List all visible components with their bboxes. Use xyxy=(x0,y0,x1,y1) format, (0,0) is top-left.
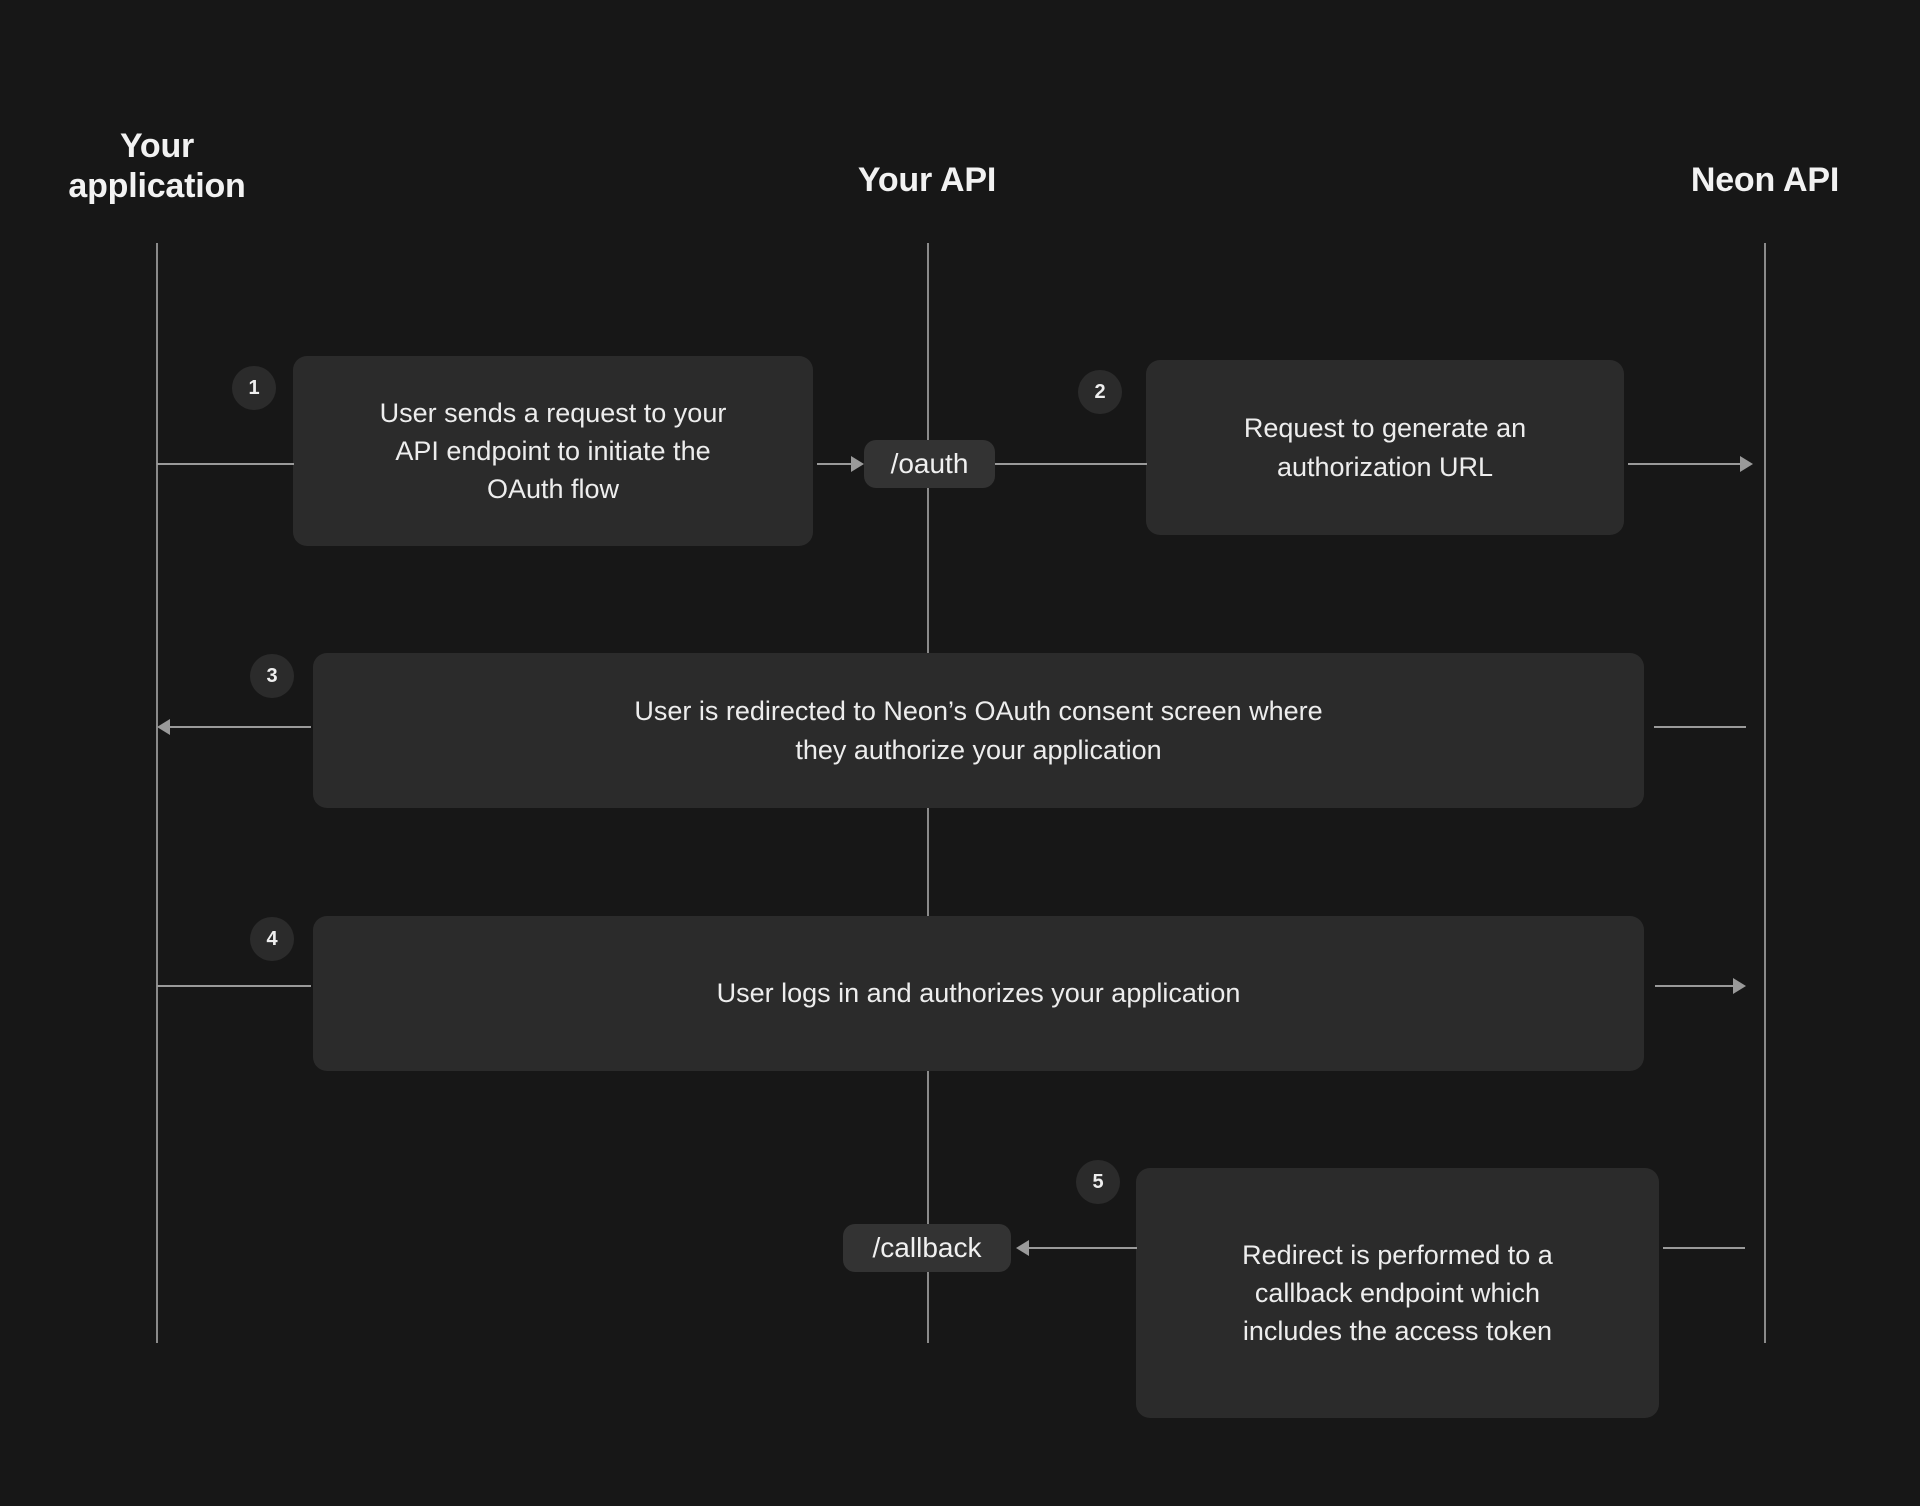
lane-title-your-api: Your API xyxy=(857,161,997,199)
connector-step-5-left xyxy=(1027,1247,1137,1249)
step-text-1: User sends a request to your API endpoin… xyxy=(379,397,727,505)
step-text-4: User logs in and authorizes your applica… xyxy=(716,978,1241,1009)
connector-step-3-left xyxy=(168,726,311,728)
step-badge-4: 4 xyxy=(250,917,294,961)
step-box-5: Redirect is performed to a callback endp… xyxy=(1136,1168,1659,1418)
arrowhead-step-5 xyxy=(1016,1240,1029,1256)
connector-step-3-right xyxy=(1654,726,1746,728)
endpoint-pill-oauth[interactable]: /oauth xyxy=(864,440,995,488)
arrowhead-step-1 xyxy=(851,456,864,472)
connector-step-5-right xyxy=(1663,1247,1745,1249)
arrowhead-step-2 xyxy=(1740,456,1753,472)
arrowhead-step-4 xyxy=(1733,978,1746,994)
connector-step-4-left xyxy=(157,985,311,987)
connector-step-4-right xyxy=(1655,985,1735,987)
step-badge-3: 3 xyxy=(250,654,294,698)
connector-step-2-right xyxy=(1628,463,1742,465)
connector-step-2-left xyxy=(995,463,1147,465)
connector-step-1-right xyxy=(817,463,853,465)
step-badge-1: 1 xyxy=(232,366,276,410)
lane-title-your-application: Your application xyxy=(68,127,246,206)
step-text-5: Redirect is performed to a callback endp… xyxy=(1242,1239,1553,1347)
step-text-3: User is redirected to Neon’s OAuth conse… xyxy=(634,696,1323,765)
connector-step-1-left xyxy=(157,463,294,465)
arrowhead-step-3 xyxy=(157,719,170,735)
endpoint-pill-callback[interactable]: /callback xyxy=(843,1224,1011,1272)
step-box-3: User is redirected to Neon’s OAuth conse… xyxy=(313,653,1644,808)
lane-title-neon-api: Neon API xyxy=(1690,161,1840,199)
lifeline-your-application xyxy=(156,243,158,1343)
step-text-2: Request to generate an authorization URL xyxy=(1243,413,1527,482)
step-badge-2: 2 xyxy=(1078,370,1122,414)
step-box-1: User sends a request to your API endpoin… xyxy=(293,356,813,546)
step-box-2: Request to generate an authorization URL xyxy=(1146,360,1624,535)
step-badge-5: 5 xyxy=(1076,1160,1120,1204)
lifeline-neon-api xyxy=(1764,243,1766,1343)
step-box-4: User logs in and authorizes your applica… xyxy=(313,916,1644,1071)
